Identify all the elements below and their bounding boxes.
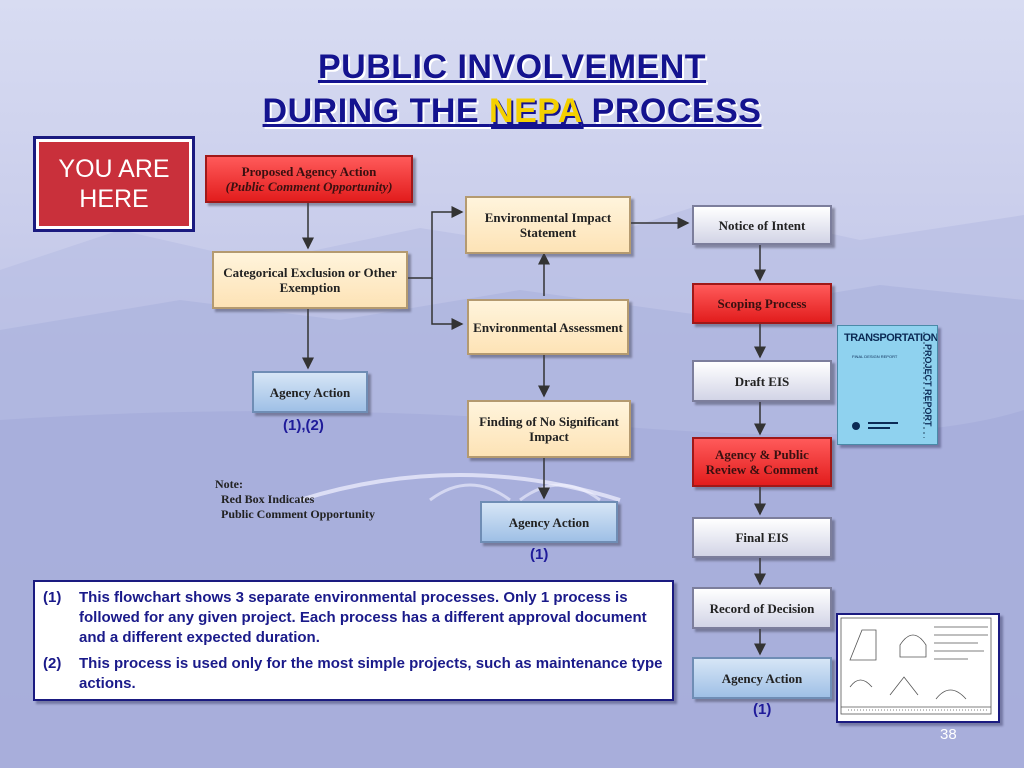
agency-action-middle-box: Agency Action — [480, 501, 618, 543]
report-subtitle: FINAL DESIGN REPORT — [852, 354, 898, 359]
right-path-footnote-ref: (1) — [753, 701, 772, 718]
slide-title-line2: DURING THE NEPA PROCESS — [0, 92, 1024, 131]
page-number: 38 — [940, 726, 957, 743]
agency-public-review-box: Agency & Public Review & Comment — [692, 437, 832, 487]
notice-of-intent-box: Notice of Intent — [692, 205, 832, 245]
report-spiral-binding-icon — [852, 332, 925, 438]
report-side-title: PROJECT REPORT — [923, 344, 933, 427]
public-comment-opportunity-label: (Public Comment Opportunity) — [225, 179, 393, 194]
proposed-action-label: Proposed Agency Action — [241, 164, 377, 179]
environmental-impact-statement-box: Environmental Impact Statement — [465, 196, 631, 254]
draft-eis-box: Draft EIS — [692, 360, 832, 402]
record-of-decision-box: Record of Decision — [692, 587, 832, 629]
note-line2: Public Comment Opportunity — [221, 507, 376, 521]
slide-title-line1: PUBLIC INVOLVEMENT — [317, 48, 707, 86]
footnote-text: This flowchart shows 3 separate environm… — [79, 589, 647, 646]
drawing-sketch-icon — [840, 617, 992, 715]
proposed-agency-action-box: Proposed Agency Action (Public Comment O… — [205, 155, 413, 203]
report-title: TRANSPORTATION — [844, 332, 938, 344]
fonsi-box: Finding of No Significant Impact — [467, 400, 631, 458]
footnote-item: (2) This process is used only for the mo… — [43, 654, 664, 694]
you-are-here-badge: YOU ARE HERE — [33, 136, 195, 232]
legend-note: Note: Red Box Indicates Public Comment O… — [215, 477, 425, 522]
footnote-text: This process is used only for the most s… — [79, 655, 663, 692]
middle-path-footnote-ref: (1) — [530, 546, 549, 563]
title-prefix: DURING THE — [262, 92, 490, 130]
note-line1: Red Box Indicates — [221, 492, 315, 506]
footnote-number: (2) — [43, 655, 62, 672]
scoping-process-box: Scoping Process — [692, 283, 832, 324]
agency-action-right-box: Agency Action — [692, 657, 832, 699]
final-eis-box: Final EIS — [692, 517, 832, 558]
environmental-assessment-box: Environmental Assessment — [467, 299, 629, 355]
footnote-number: (1) — [43, 589, 62, 606]
left-path-footnote-ref: (1),(2) — [283, 417, 324, 434]
agency-action-left-box: Agency Action — [252, 371, 368, 413]
title-nepa-highlight: NEPA — [489, 92, 582, 130]
title-suffix: PROCESS — [581, 92, 762, 130]
categorical-exclusion-box: Categorical Exclusion or Other Exemption — [212, 251, 408, 309]
note-heading: Note: — [215, 477, 243, 491]
engineering-drawing-image — [836, 613, 1000, 723]
project-report-cover-image: TRANSPORTATION FINAL DESIGN REPORT PROJE… — [837, 325, 938, 445]
footnotes-panel: (1) This flowchart shows 3 separate envi… — [33, 580, 674, 701]
footnote-item: (1) This flowchart shows 3 separate envi… — [43, 588, 664, 648]
